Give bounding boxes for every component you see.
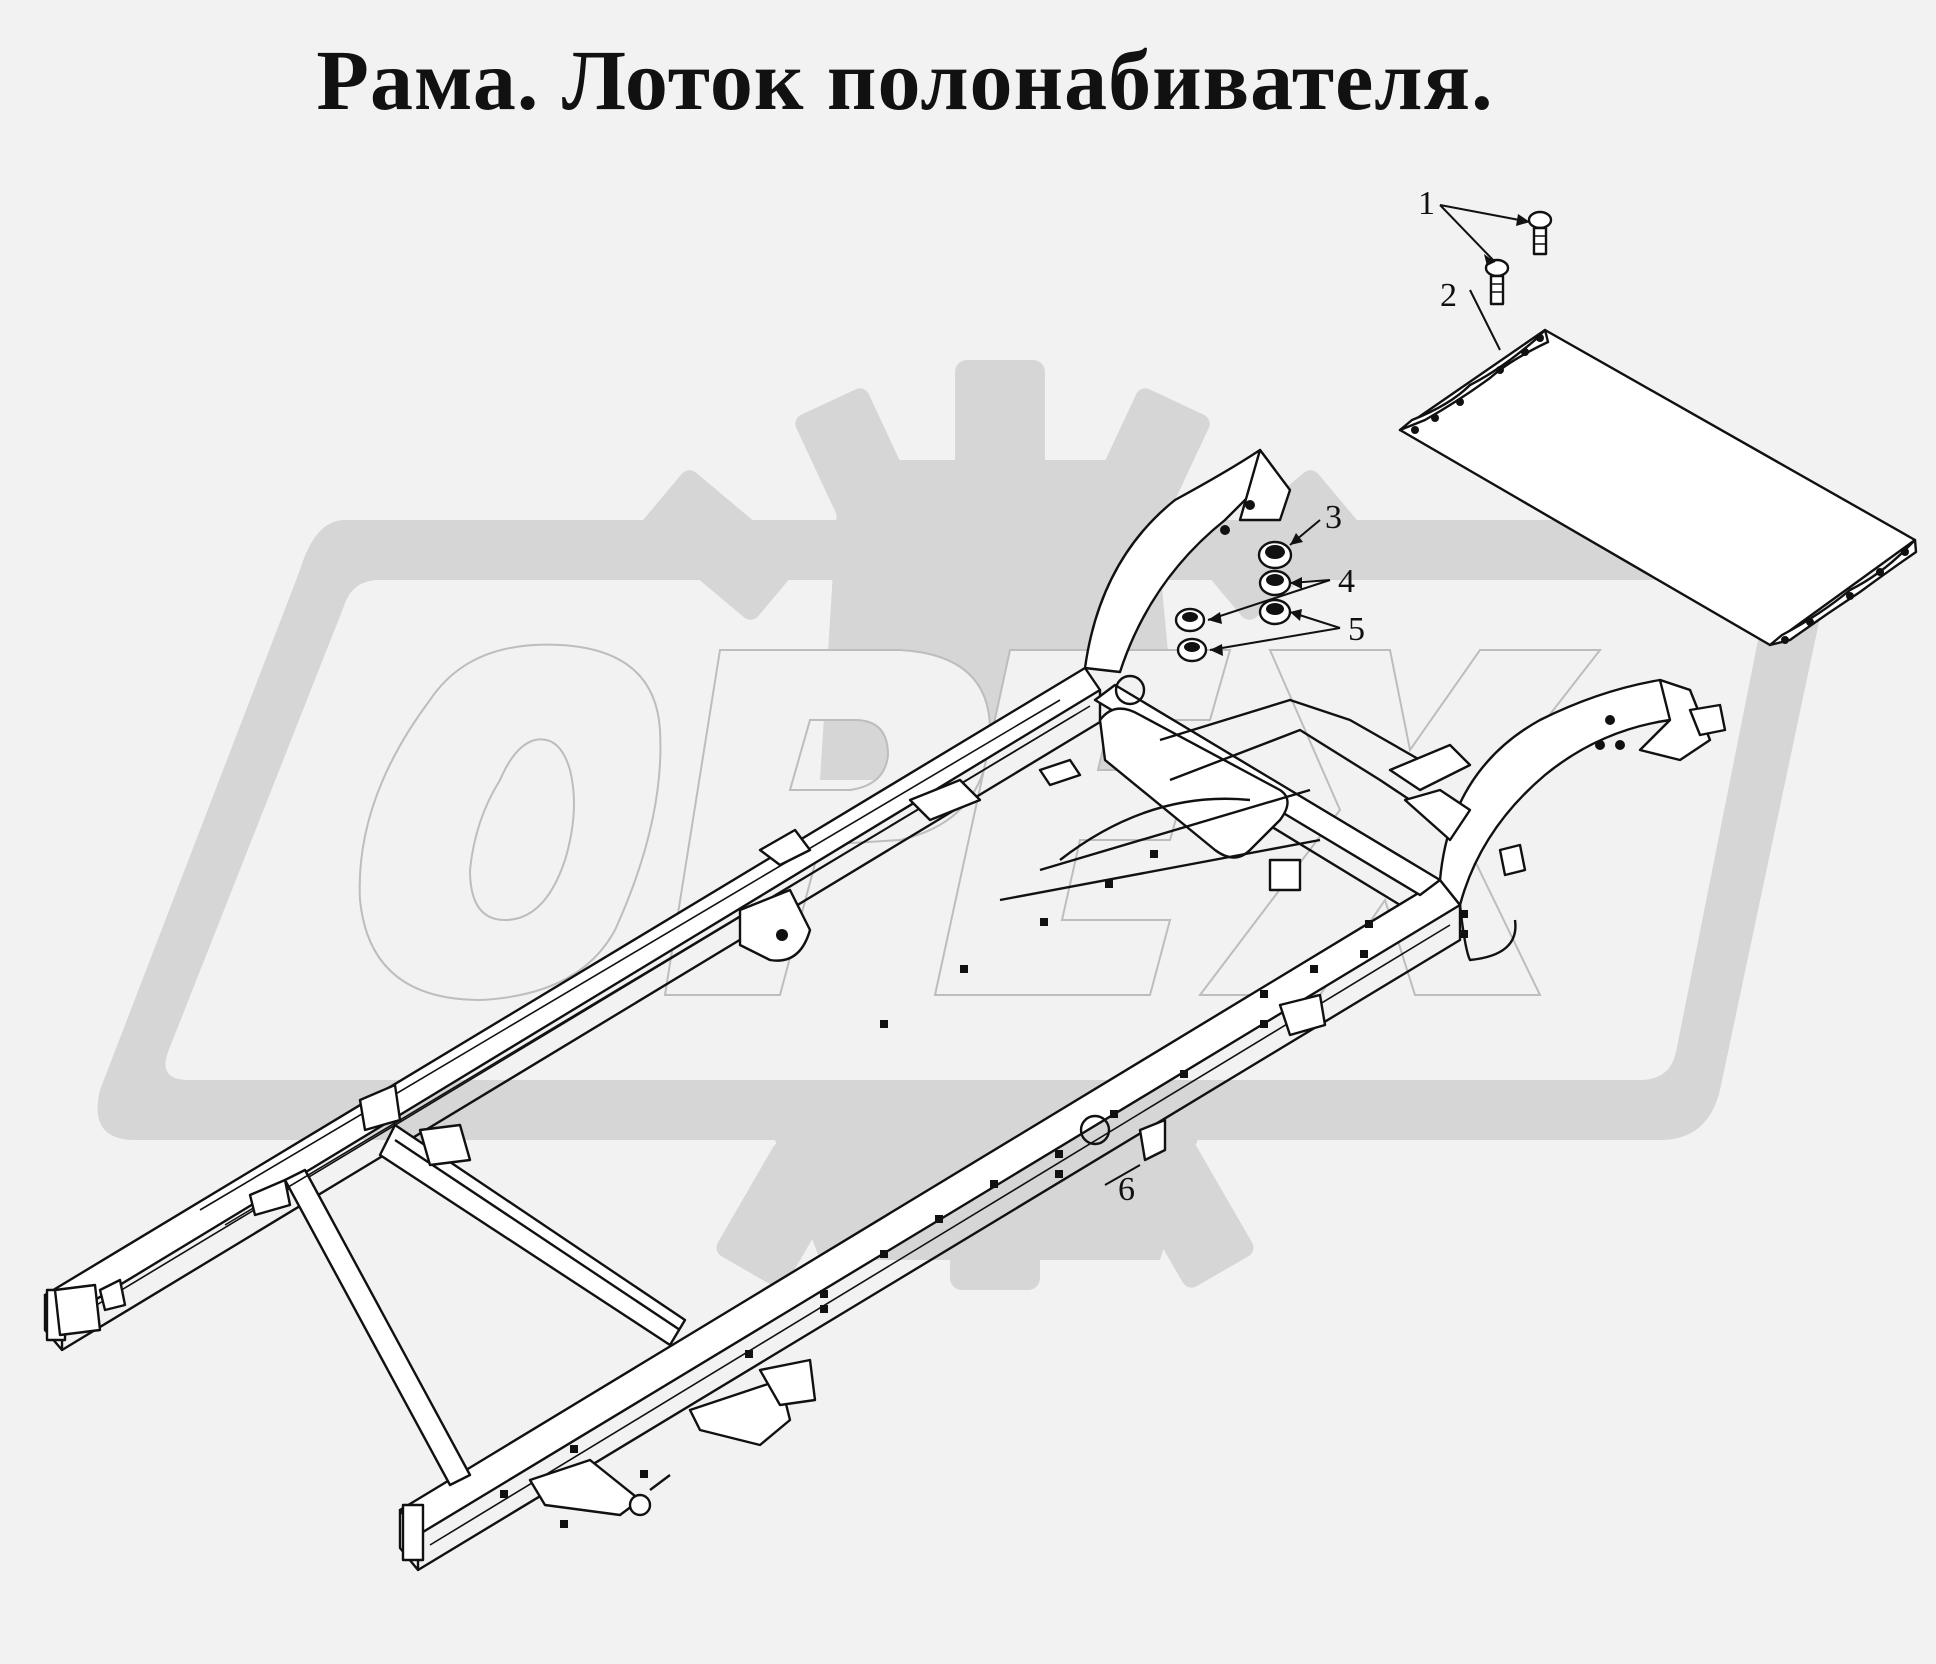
callout-4: 4 bbox=[1338, 563, 1355, 600]
nut-part-3 bbox=[1257, 540, 1293, 570]
callout-6: 6 bbox=[1118, 1171, 1135, 1208]
callout-5: 5 bbox=[1348, 611, 1365, 648]
arrowheads bbox=[1208, 214, 1530, 656]
middle-crossmember bbox=[378, 1123, 687, 1347]
bolts-part-1 bbox=[1484, 210, 1553, 306]
washers-part-4 bbox=[1174, 569, 1292, 633]
rail-holes bbox=[500, 850, 1468, 1528]
tray-part-2 bbox=[1398, 328, 1918, 647]
bolt-icon bbox=[1484, 258, 1510, 306]
watermark-frame bbox=[97, 520, 1832, 1140]
truck-frame bbox=[43, 448, 1727, 1572]
bolt-icon bbox=[1527, 210, 1553, 256]
page-title: Рама. Лоток полонабивателя. bbox=[316, 32, 1494, 128]
callout-1: 1 bbox=[1418, 185, 1435, 222]
spring-bracket bbox=[688, 1378, 792, 1447]
right-rear-end-plate bbox=[401, 1503, 425, 1562]
leader-lines bbox=[1104, 204, 1531, 1186]
washers-part-5 bbox=[1176, 598, 1292, 663]
callout-2: 2 bbox=[1440, 277, 1457, 314]
callout-3: 3 bbox=[1325, 499, 1342, 536]
rear-diagonal bbox=[283, 1168, 472, 1487]
